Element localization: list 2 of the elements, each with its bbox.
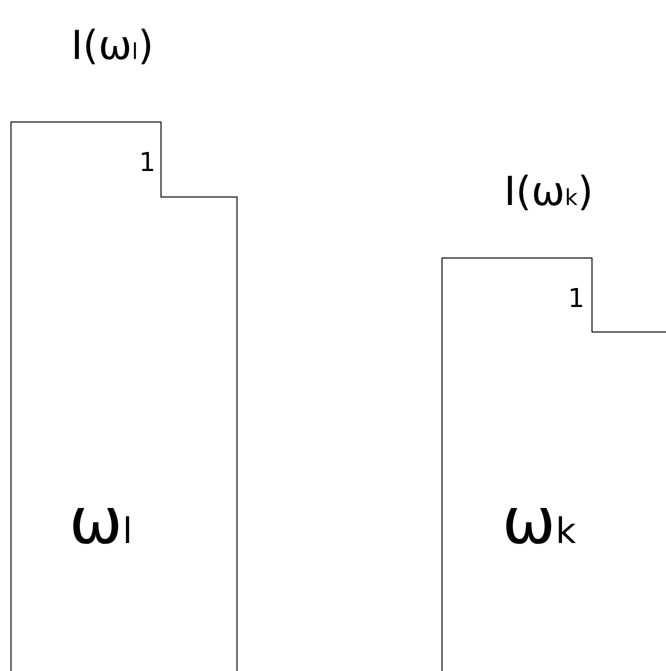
step-value: 1 — [139, 150, 156, 176]
step-value: 1 — [568, 286, 585, 312]
